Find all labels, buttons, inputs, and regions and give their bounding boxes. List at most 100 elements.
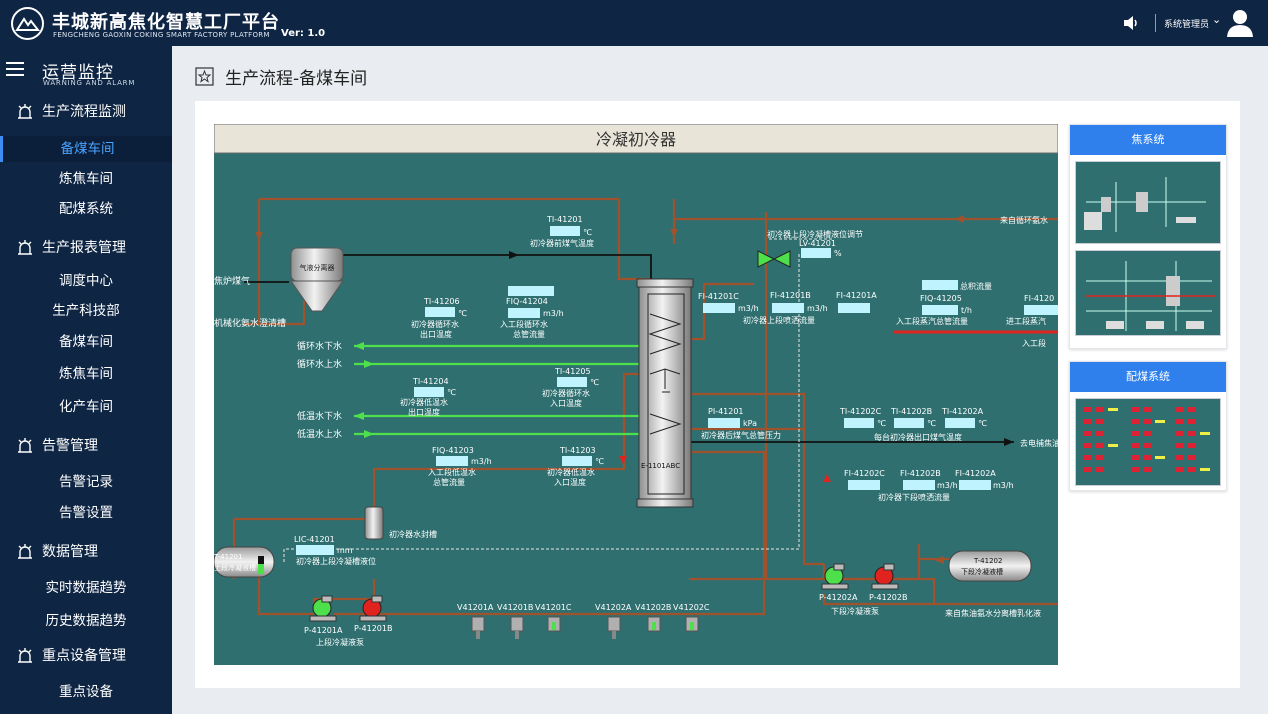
valve-v41201b[interactable] [510, 616, 524, 639]
speaker-icon[interactable] [1122, 14, 1140, 32]
ti41206-tag: TI-41206 [423, 297, 460, 306]
thumbnail-coking-1[interactable] [1075, 161, 1221, 244]
user-avatar-icon[interactable] [1226, 8, 1254, 38]
ti41201-tag: TI-41201 [546, 215, 583, 224]
lv41201-name: 初冷器上段冷凝槽液位调节 [767, 229, 863, 239]
sidebar-item-dispatch[interactable]: 调度中心 [59, 273, 113, 289]
into-section-label: 进工段蒸汽 [1006, 316, 1046, 326]
valve-v41201a[interactable] [471, 616, 485, 639]
alarm-light-icon [18, 438, 32, 453]
tank-t41202[interactable]: T-41202 下段冷凝液槽 [948, 550, 1032, 582]
sidebar-item-coal-blending[interactable]: 配煤系统 [59, 201, 113, 217]
circ-water-up: 循环水上水 [297, 358, 342, 370]
sidebar-item-key-equipment[interactable]: 重点设备 [59, 684, 113, 700]
t41201-name: 上段冷凝液槽 [214, 563, 256, 572]
ti41206-name1: 初冷器循环水 [411, 319, 459, 329]
ti41204-unit: ℃ [447, 388, 456, 397]
sidebar-item-coking[interactable]: 炼焦车间 [59, 171, 113, 187]
fi41201b-tag: FI-41201B [770, 291, 811, 300]
sidebar-group-reports[interactable]: 生产报表管理 [0, 234, 172, 260]
seal-tank-label: 初冷器水封槽 [389, 529, 437, 539]
sidebar-group-data[interactable]: 数据管理 [0, 538, 172, 564]
lv41201-unit: % [834, 249, 842, 258]
fi41202a-tag: FI-41202A [955, 469, 996, 478]
circ-water-down: 循环水下水 [297, 340, 342, 352]
thumb-panel-coal-blending[interactable]: 配煤系统 [1069, 361, 1227, 491]
valve-label: V41201A [457, 603, 494, 612]
pump-p41201a[interactable] [309, 595, 337, 622]
separator-label: 气液分离器 [300, 263, 335, 272]
sidebar-item-coal-prep[interactable]: 备煤车间 [0, 136, 172, 162]
fiq41203-unit: m3/h [471, 457, 492, 466]
sidebar-item-tech-dept[interactable]: 生产科技部 [52, 303, 120, 319]
pipes-brown [232, 197, 1058, 616]
valve-v41201c[interactable] [547, 616, 561, 632]
ti41202c-unit: ℃ [877, 419, 886, 428]
pump-p41202b[interactable] [871, 563, 899, 590]
ti41205-tag: TI-41205 [554, 367, 591, 376]
thumbnail-coal-blending[interactable] [1075, 398, 1221, 486]
chevron-down-icon[interactable]: ⌄ [1212, 13, 1222, 26]
fiq41203-name2: 总管流量 [433, 477, 465, 487]
ti41202b-tag: TI-41202B [890, 407, 932, 416]
sidebar-item-history-trend[interactable]: 历史数据趋势 [45, 613, 127, 629]
tank-t41201[interactable]: T-41201 上段冷凝液槽 [214, 546, 275, 578]
fiq41204-name1: 入工段循环水 [500, 319, 548, 329]
sidebar-item-coal-prep-report[interactable]: 备煤车间 [59, 334, 113, 350]
valve-label: V41202A [595, 603, 632, 612]
sidebar-group-production-monitor[interactable]: 生产流程监测 [0, 98, 172, 124]
ti41202-name: 每台初冷器出口煤气温度 [874, 432, 962, 442]
sidebar-group-alarms[interactable]: 告警管理 [0, 432, 172, 458]
fi4120-tag: FI-4120 [1024, 294, 1054, 303]
p41202b-label: P-41202B [869, 593, 907, 602]
pump-p41202a[interactable] [821, 563, 849, 590]
pi41201-unit: kPa [743, 419, 757, 428]
ti41204-tag: TI-41204 [412, 377, 449, 386]
lv41201-tag: LV-41201 [799, 239, 836, 248]
sidebar-item-chemical[interactable]: 化产车间 [59, 399, 113, 415]
valve-label: V41201C [535, 603, 572, 612]
sidebar-title: 运营监控 [42, 63, 114, 83]
sidebar: 运营监控 WARNING AND ALARM 生产流程监测 备煤车间 炼焦车间 … [0, 46, 172, 714]
t41202-name: 下段冷凝液槽 [961, 567, 1003, 576]
primary-cooler-column[interactable]: E-1101ABC [636, 278, 694, 508]
sidebar-item-alarm-settings[interactable]: 告警设置 [59, 505, 113, 521]
t41201-tag: T-41201 [214, 553, 242, 561]
gas-liquid-separator[interactable]: 气液分离器 [290, 247, 344, 312]
cooler-tag: E-1101ABC [641, 462, 680, 470]
fiq41205-tag: FIQ-41205 [920, 294, 962, 303]
process-diagram[interactable]: 冷凝初冷器 [214, 124, 1058, 665]
lv41201-valve[interactable] [757, 250, 791, 268]
ti41206-unit: ℃ [458, 309, 467, 318]
version-label: Ver: 1.0 [281, 28, 326, 39]
fi41201b-unit: m3/h [807, 304, 828, 313]
sidebar-group-equipment[interactable]: 重点设备管理 [0, 642, 172, 668]
sidebar-item-alarm-records[interactable]: 告警记录 [59, 474, 113, 490]
thumb-panel-coking[interactable]: 焦系统 [1069, 124, 1227, 349]
seal-tank[interactable] [364, 506, 384, 540]
sidebar-subtitle: WARNING AND ALARM [43, 79, 136, 87]
user-name[interactable]: 系统管理员 [1164, 20, 1210, 30]
ti41201-name: 初冷器前煤气温度 [530, 238, 594, 248]
pump-p41201b[interactable] [359, 595, 387, 622]
sidebar-group-label: 告警管理 [42, 438, 98, 454]
ti41206-name2: 出口温度 [420, 329, 452, 339]
fi41202a-unit: m3/h [993, 481, 1014, 490]
fi41202c-tag: FI-41202C [844, 469, 885, 478]
sidebar-item-realtime-trend[interactable]: 实时数据趋势 [45, 580, 127, 596]
lower-pump-label: 下段冷凝液泵 [831, 606, 879, 616]
ti41201-unit: ℃ [583, 228, 592, 237]
fi41201c-tag: FI-41201C [698, 292, 739, 301]
ti41205-name2: 入口温度 [550, 398, 582, 408]
thumb-title-coal-blending[interactable]: 配煤系统 [1070, 362, 1226, 392]
valve-v41202b[interactable] [647, 616, 661, 632]
sidebar-item-coking-report[interactable]: 炼焦车间 [59, 366, 113, 382]
fiq41203-name1: 入工段低温水 [428, 467, 476, 477]
thumbnail-coking-2[interactable] [1075, 250, 1221, 336]
valve-v41202a[interactable] [607, 616, 621, 639]
ti41204-name1: 初冷器低温水 [400, 397, 448, 407]
menu-icon[interactable] [6, 62, 24, 76]
thumb-title-coking[interactable]: 焦系统 [1070, 125, 1226, 155]
valve-v41202c[interactable] [685, 616, 699, 632]
pipes-signal [283, 238, 834, 564]
